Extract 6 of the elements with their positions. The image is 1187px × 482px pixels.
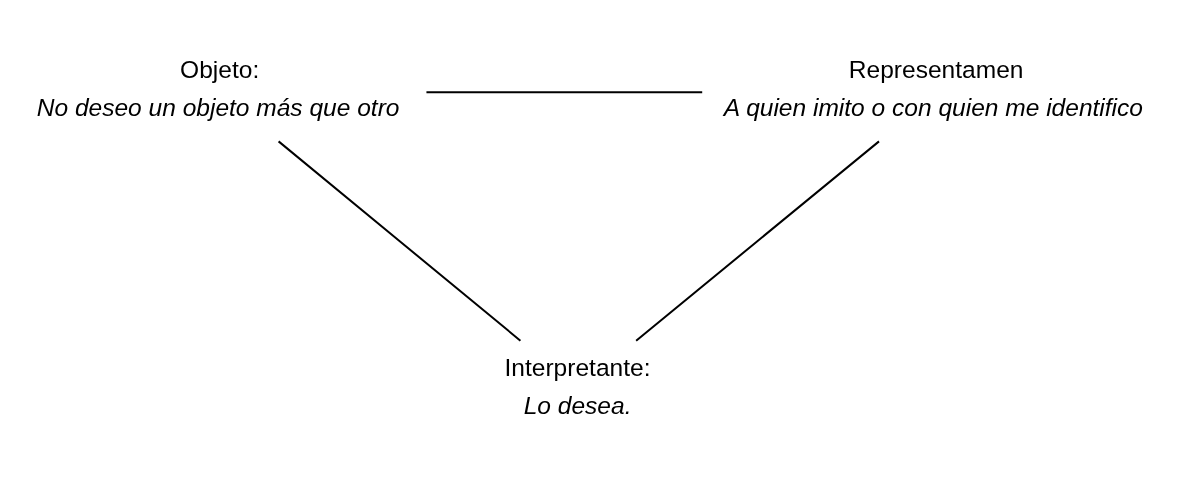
connector <box>277 140 522 342</box>
node-text: Objeto: No deseo un objeto más que otro <box>36 56 400 122</box>
node-text: Representamen A quien imito o con quien me identifico <box>723 56 1143 122</box>
connector <box>635 140 880 342</box>
connector <box>425 91 704 94</box>
node-text: Interpretante: Lo desea. <box>504 353 651 420</box>
